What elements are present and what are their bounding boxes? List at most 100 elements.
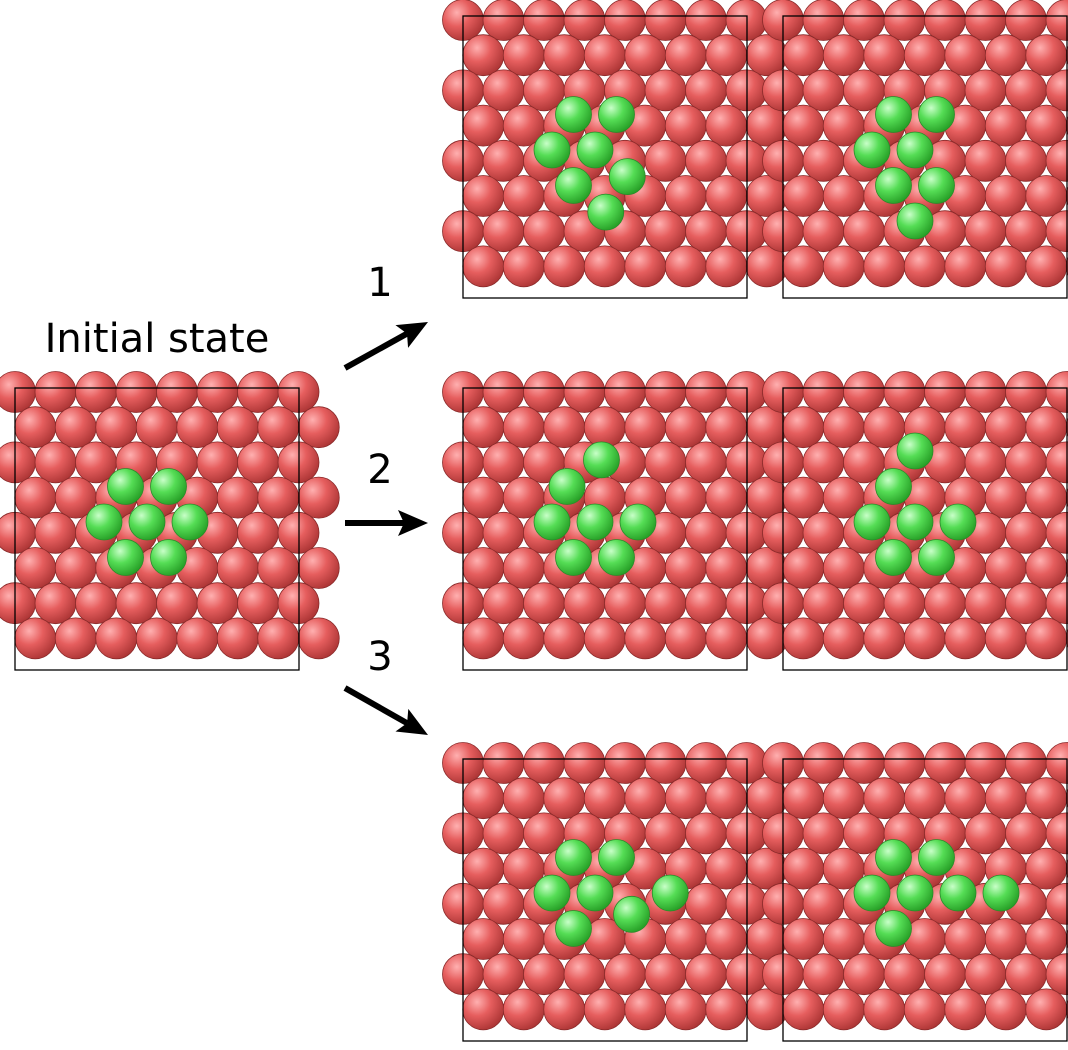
substrate-atom [604, 0, 646, 41]
substrate-atom [745, 547, 788, 589]
panel-path-2-b [762, 371, 1068, 671]
substrate-atom [1025, 847, 1068, 890]
substrate-atom [782, 245, 825, 288]
substrate-atom [1045, 441, 1068, 484]
substrate-atom [924, 582, 966, 625]
adatom [548, 468, 586, 505]
substrate-layer [442, 371, 788, 660]
adatom [939, 874, 977, 912]
substrate-atom [745, 406, 788, 449]
substrate-atom [502, 175, 545, 217]
substrate-atom [583, 777, 626, 820]
adatom [107, 539, 144, 576]
adatom [918, 839, 955, 876]
adatom [150, 468, 187, 505]
substrate-atom [1005, 69, 1047, 112]
adatom-cluster [533, 96, 646, 231]
arrow-head [395, 322, 428, 348]
substrate-atom [664, 918, 707, 960]
substrate-atom [664, 988, 707, 1031]
substrate-atom [75, 371, 117, 413]
cell-border [14, 387, 300, 671]
adatom [875, 167, 912, 204]
substrate-atom [502, 918, 545, 960]
substrate-atom [745, 245, 788, 288]
substrate-atom [624, 617, 667, 660]
substrate-atom [502, 245, 545, 288]
title: Initial state [45, 316, 270, 362]
substrate-atom [482, 582, 525, 625]
substrate-atom [782, 34, 825, 77]
adatom [853, 874, 891, 912]
substrate-atom [964, 210, 1007, 253]
substrate-atom [0, 371, 36, 413]
substrate-atom [705, 406, 748, 449]
substrate-layer [762, 0, 1068, 288]
substrate-atom [482, 511, 525, 554]
cell-border [462, 758, 748, 1042]
substrate-atom [462, 847, 505, 890]
substrate-atom [644, 441, 687, 484]
substrate-atom [822, 777, 865, 820]
substrate-atom [1045, 371, 1068, 413]
substrate-layer [442, 742, 788, 1031]
substrate-atom [502, 988, 545, 1031]
substrate-atom [462, 34, 505, 77]
substrate-atom [984, 547, 1027, 589]
substrate-atom [216, 476, 259, 519]
substrate-atom [583, 617, 626, 660]
substrate-atom [705, 988, 748, 1031]
substrate-atom [54, 617, 97, 660]
substrate-atom [237, 371, 279, 413]
substrate-atom [964, 139, 1007, 182]
adatom-cluster [533, 839, 689, 947]
substrate-atom [802, 953, 845, 996]
substrate-atom [664, 617, 707, 660]
adatom-cluster [533, 441, 657, 576]
substrate-atom [705, 918, 748, 960]
panel-initial [0, 371, 340, 671]
substrate-atom [196, 441, 239, 484]
substrate-atom [883, 0, 926, 41]
substrate-atom [664, 245, 707, 288]
substrate-atom [984, 988, 1027, 1031]
substrate-atom [822, 617, 865, 660]
substrate-atom [705, 34, 748, 77]
substrate-atom [237, 441, 279, 484]
substrate-atom [1045, 582, 1068, 625]
substrate-atom [1045, 511, 1068, 554]
substrate-atom [482, 812, 525, 855]
substrate-atom [802, 511, 845, 554]
substrate-atom [1045, 742, 1068, 784]
substrate-atom [1005, 812, 1047, 855]
adatom [128, 503, 166, 541]
substrate-atom [664, 175, 707, 217]
substrate-atom [802, 742, 845, 784]
substrate-atom [523, 742, 565, 784]
adatom [598, 839, 635, 876]
substrate-atom [34, 511, 77, 554]
substrate-atom [462, 988, 505, 1031]
substrate-atom [563, 953, 606, 996]
substrate-atom [95, 406, 138, 449]
substrate-atom [705, 617, 748, 660]
substrate-atom [782, 918, 825, 960]
adatom [875, 539, 912, 576]
substrate-atom [1025, 406, 1068, 449]
adatom [85, 503, 123, 541]
substrate-atom [34, 441, 77, 484]
substrate-atom [1025, 104, 1068, 147]
substrate-atom [802, 441, 845, 484]
substrate-atom [685, 441, 727, 484]
substrate-atom [944, 245, 987, 288]
substrate-atom [685, 69, 727, 112]
adatom [576, 874, 614, 912]
adatom [853, 503, 891, 541]
substrate-atom [664, 547, 707, 589]
substrate-atom [1025, 617, 1068, 660]
arrow-head [398, 510, 428, 536]
substrate-atom [705, 476, 748, 519]
substrate-atom [482, 69, 525, 112]
substrate-atom [802, 882, 845, 925]
substrate-atom [984, 175, 1027, 217]
